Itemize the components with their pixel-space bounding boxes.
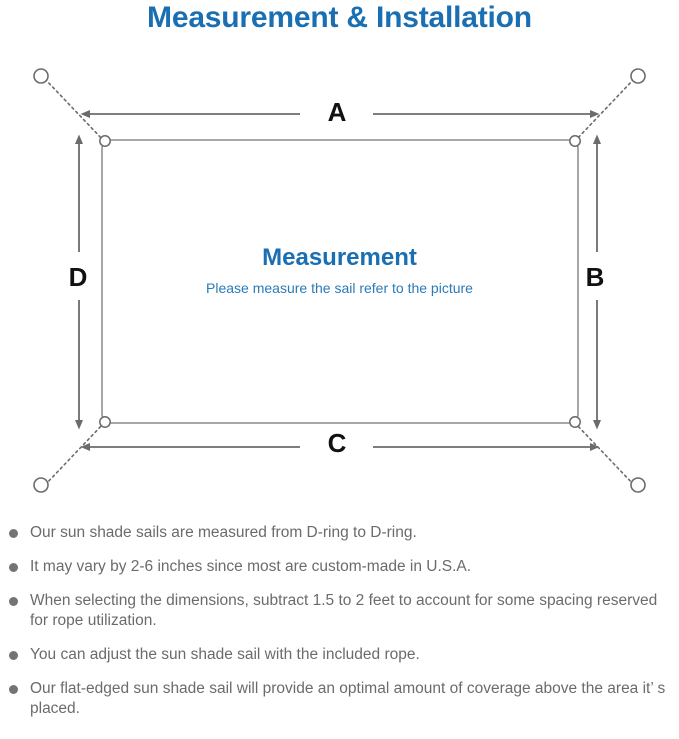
sail-center-subtitle: Please measure the sail refer to the pic…	[206, 280, 473, 296]
list-item: It may vary by 2-6 inches since most are…	[0, 557, 679, 577]
list-item: When selecting the dimensions, subtract …	[0, 591, 679, 631]
anchor-bottom-right-icon	[630, 477, 646, 493]
page-title: Measurement & Installation	[147, 1, 532, 34]
shade-sail-body	[101, 139, 579, 424]
anchor-top-left-icon	[33, 68, 49, 84]
rope-line-bottom-right	[574, 422, 635, 486]
sail-measurement-diagram	[33, 68, 646, 493]
sail-center-title: Measurement	[262, 244, 417, 271]
rope-line-top-left	[44, 78, 105, 142]
anchor-points	[33, 68, 646, 493]
note-text: When selecting the dimensions, subtract …	[30, 592, 658, 629]
note-text: Our flat-edged sun shade sail will provi…	[30, 680, 666, 717]
bullet-icon	[9, 597, 18, 606]
d-rings	[99, 135, 581, 428]
dimension-label-b: B	[585, 262, 605, 292]
notes-list: Our sun shade sails are measured from D-…	[0, 523, 679, 733]
note-text: It may vary by 2-6 inches since most are…	[30, 558, 472, 575]
d-ring-top-right-icon	[569, 135, 581, 147]
rope-line-bottom-left	[44, 422, 105, 486]
list-item: You can adjust the sun shade sail with t…	[0, 645, 679, 665]
list-item: Our sun shade sails are measured from D-…	[0, 523, 679, 543]
bullet-icon	[9, 529, 18, 538]
bullet-icon	[9, 651, 18, 660]
bullet-icon	[9, 563, 18, 572]
anchor-top-right-icon	[630, 68, 646, 84]
dimension-label-a: A	[327, 97, 347, 127]
dimension-label-c: C	[327, 428, 347, 458]
list-item: Our flat-edged sun shade sail will provi…	[0, 679, 679, 719]
d-ring-bottom-right-icon	[569, 416, 581, 428]
d-ring-bottom-left-icon	[99, 416, 111, 428]
note-text: You can adjust the sun shade sail with t…	[30, 646, 420, 663]
note-text: Our sun shade sails are measured from D-…	[30, 524, 417, 541]
bullet-icon	[9, 685, 18, 694]
rope-line-top-right	[574, 78, 635, 142]
d-ring-top-left-icon	[99, 135, 111, 147]
anchor-bottom-left-icon	[33, 477, 49, 493]
dimension-label-d: D	[68, 262, 88, 292]
